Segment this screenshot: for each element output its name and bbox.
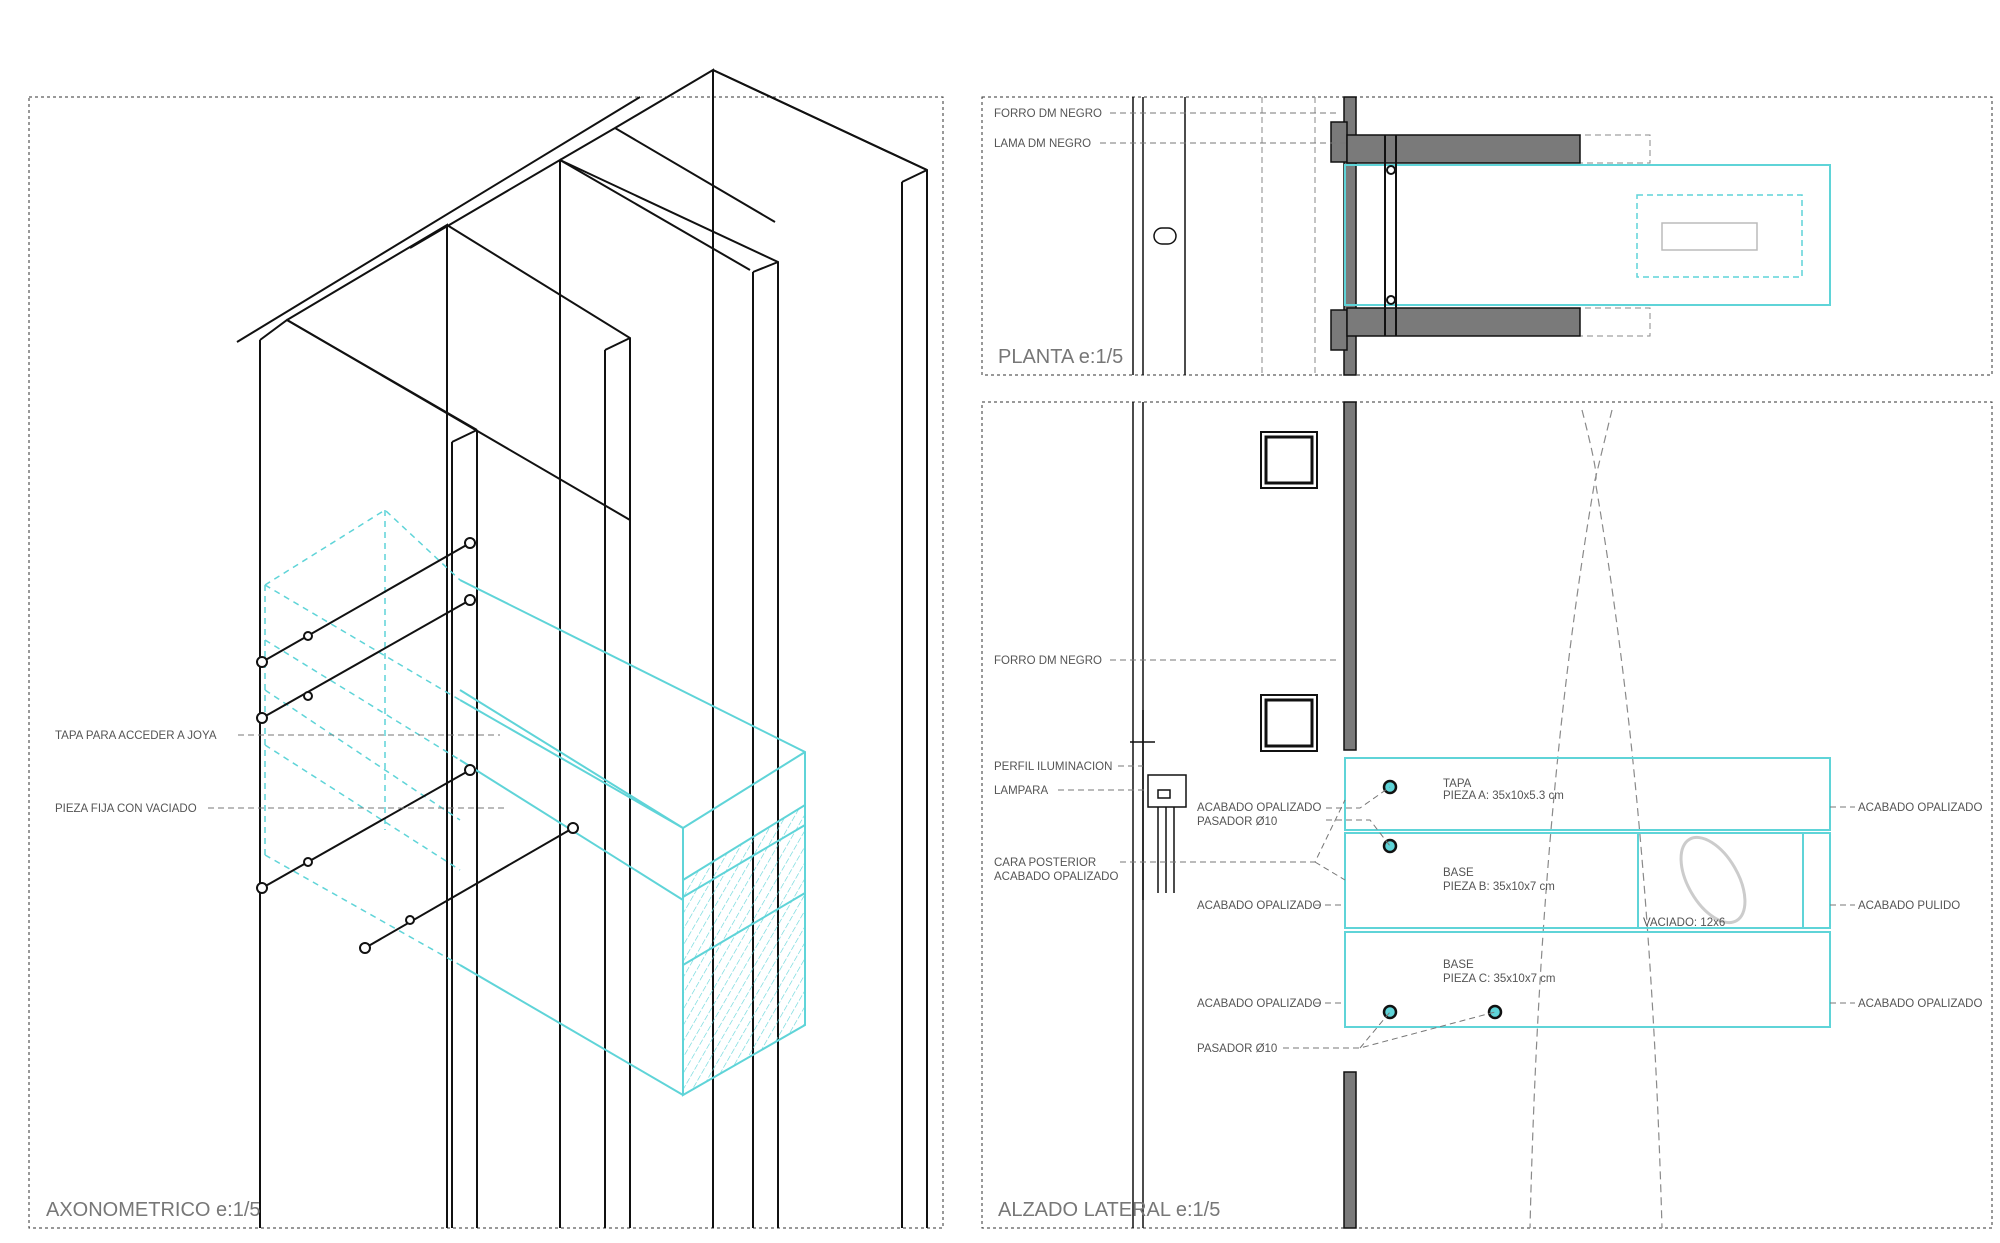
alzado-wall [1343,401,1357,1229]
planta-vaciado [1661,222,1758,251]
label-base-b-dims: PIEZA B: 35x10x7 cm [1443,881,1555,893]
axonometric-pins [256,537,579,954]
alzado-light-cone [1529,409,1663,1229]
planta-frame [981,96,1993,376]
label-cara-posterior: CARA POSTERIOR [994,857,1096,869]
planta-forro-lines [1132,97,1186,375]
alzado-frame [981,401,1993,1229]
alzado-pieces [1344,757,1831,1028]
alzado-panel: FORRO DM NEGRO PERFIL ILUMINACION LAMPAR… [981,401,1993,1229]
label-base-b: BASE [1443,867,1474,879]
label-forro-alzado: FORRO DM NEGRO [994,655,1102,667]
label-right-1: ACABADO OPALIZADO [1858,802,1982,814]
axonometric-hidden-edges [264,509,461,966]
title-planta: PLANTA e:1/5 [998,346,1123,368]
label-acabado-1: ACABADO OPALIZADO [1197,802,1321,814]
label-pasador-2: PASADOR Ø10 [1197,1043,1277,1055]
label-right-3: ACABADO OPALIZADO [1858,998,1982,1010]
label-pasador-1: PASADOR Ø10 [1197,816,1277,828]
alzado-lamp [1130,710,1187,900]
title-alzado: ALZADO LATERAL e:1/5 [998,1199,1220,1221]
label-acabado-3: ACABADO OPALIZADO [1197,998,1321,1010]
alzado-vaciado-ellipse [1679,835,1747,925]
label-tapa: TAPA PARA ACCEDER A JOYA [55,730,217,742]
label-perfil: PERFIL ILUMINACION [994,761,1112,773]
alzado-lamas [1260,431,1318,752]
title-axonometric: AXONOMETRICO e:1/5 [46,1199,261,1221]
label-tapa-piece: TAPA [1443,778,1472,790]
axonometric-slats [236,68,928,1228]
label-forro-planta: FORRO DM NEGRO [994,108,1102,120]
label-acabado-2: ACABADO OPALIZADO [1197,900,1321,912]
axonometric-panel: TAPA PARA ACCEDER A JOYA PIEZA FIJA CON … [28,68,944,1229]
axonometric-box [459,579,806,1097]
planta-leaders [1100,112,1350,144]
axonometric-leaders [208,734,505,809]
planta-box [1344,164,1831,306]
label-right-2: ACABADO PULIDO [1858,900,1960,912]
label-lampara: LAMPARA [994,785,1048,797]
planta-panel: FORRO DM NEGRO LAMA DM NEGRO PLANTA e:1/… [981,96,1993,376]
planta-pins [1384,135,1397,336]
axonometric-frame [28,96,944,1229]
label-base-c: BASE [1443,959,1474,971]
label-pieza-fija: PIEZA FIJA CON VACIADO [55,803,197,815]
planta-lamas [1330,121,1581,351]
label-tapa-dims: PIEZA A: 35x10x5.3 cm [1443,790,1564,802]
label-vaciado: VACIADO: 12x6 [1643,917,1725,929]
label-base-c-dims: PIEZA C: 35x10x7 cm [1443,973,1556,985]
alzado-leaders [1058,659,1855,1049]
label-cara-acabado: ACABADO OPALIZADO [994,871,1118,883]
alzado-forro-lines [1132,402,1144,1228]
label-lama: LAMA DM NEGRO [994,138,1091,150]
